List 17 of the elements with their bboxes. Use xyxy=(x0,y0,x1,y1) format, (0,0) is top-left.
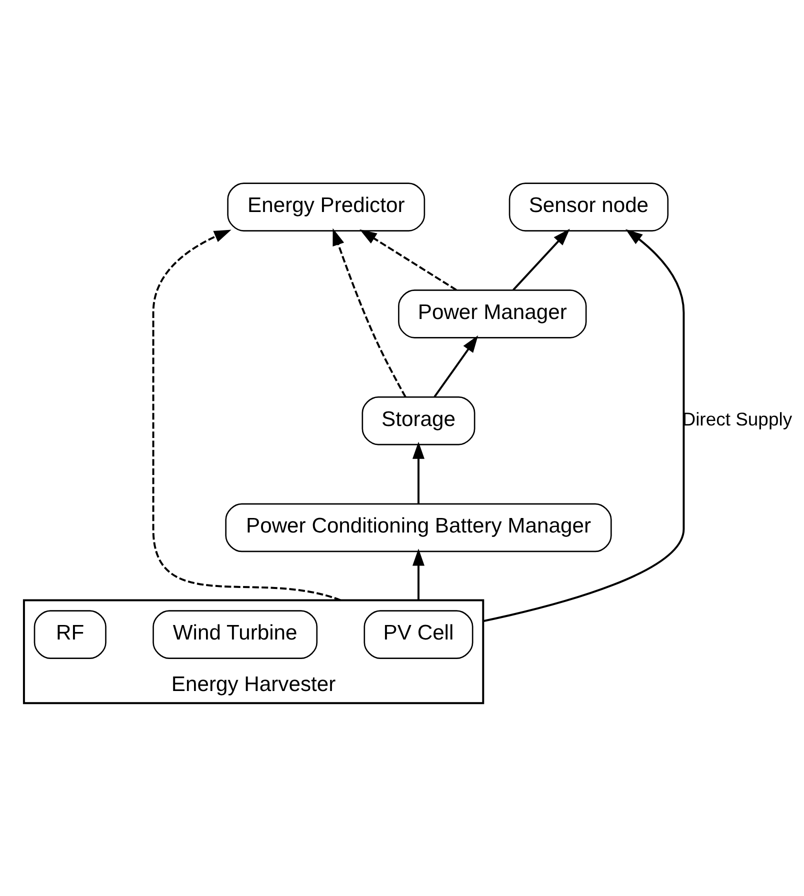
arrow xyxy=(434,334,478,397)
node-box: Power Conditioning Battery Manager xyxy=(225,502,612,552)
arrow xyxy=(332,228,406,397)
node-box: PV Cell xyxy=(364,610,474,658)
arrow xyxy=(412,441,424,504)
arrow xyxy=(482,228,685,622)
node-box: Sensor node xyxy=(508,182,669,231)
node-box: Energy Predictor xyxy=(227,182,426,231)
arrow xyxy=(412,548,424,600)
arrow xyxy=(152,229,341,601)
node-box: Wind Turbine xyxy=(152,610,318,658)
node-box: Power Manager xyxy=(398,289,587,338)
arrow xyxy=(360,228,457,290)
edge-label: Direct Supply xyxy=(682,408,792,430)
arrow xyxy=(512,228,570,290)
node-box: Storage xyxy=(362,396,476,445)
node-box: RF xyxy=(34,610,106,658)
